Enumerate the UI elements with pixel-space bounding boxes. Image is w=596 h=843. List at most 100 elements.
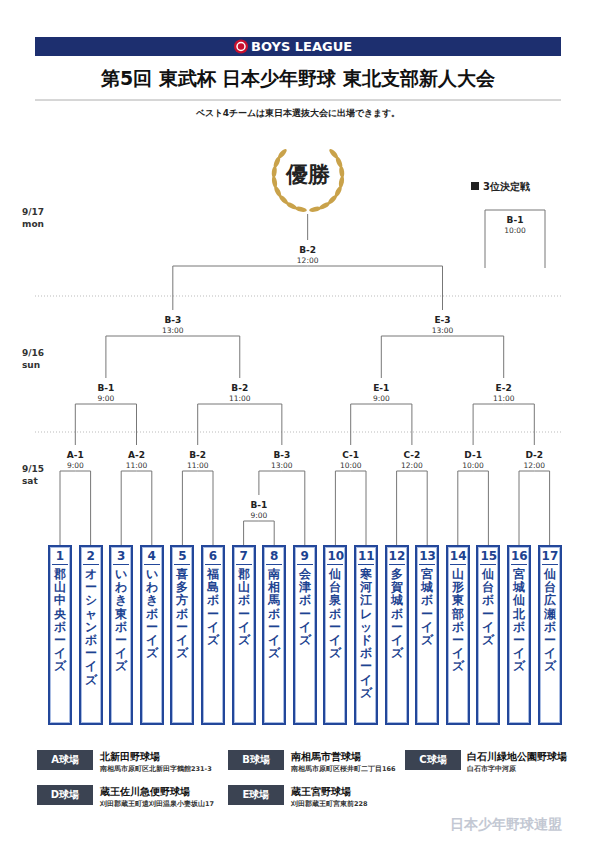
venue-badge: E球場 xyxy=(228,785,284,805)
venue-name: 北新田野球場 xyxy=(100,750,160,763)
third-place-bracket xyxy=(485,210,545,268)
team-number: 16 xyxy=(511,549,527,565)
team-name: 南相馬ボーイズ xyxy=(268,568,280,660)
team-name: 喜多方ボーイズ xyxy=(176,568,188,660)
league-logo-ring xyxy=(237,43,245,51)
brand-name: BOYS LEAGUE xyxy=(251,39,352,54)
weekday-label: sun xyxy=(22,359,40,371)
bracket-line xyxy=(458,471,473,545)
match-label: E-19:00 xyxy=(361,378,401,404)
bracket-line xyxy=(534,471,549,545)
match-code: E-2 xyxy=(484,383,524,394)
bracket-line xyxy=(173,336,240,378)
match-code: B-1 xyxy=(495,215,535,226)
bracket-line xyxy=(198,471,213,545)
match-time: 12:00 xyxy=(514,461,554,471)
team-box: 14山形東部ボーイズ xyxy=(446,545,470,725)
match-code: C-2 xyxy=(392,450,432,461)
section-label: 3位決定戦 xyxy=(483,180,530,193)
match-time: 13:00 xyxy=(423,326,463,336)
match-time: 9:00 xyxy=(239,511,279,521)
match-label: B-110:00 xyxy=(495,210,535,236)
venue-badge: A球場 xyxy=(37,750,93,770)
bracket-line xyxy=(259,521,274,545)
bracket-line xyxy=(381,404,412,445)
weekday-label: mon xyxy=(22,218,44,230)
match-time: 11:00 xyxy=(220,394,260,404)
match-label: E-313:00 xyxy=(423,310,463,336)
team-name: 寒河江レッドボーイズ xyxy=(360,568,372,700)
team-box: 11寒河江レッドボーイズ xyxy=(354,545,378,725)
match-code: D-1 xyxy=(453,450,493,461)
match-time: 13:00 xyxy=(262,461,302,471)
bracket-line xyxy=(412,471,427,545)
match-time: 12:00 xyxy=(392,461,432,471)
match-label: B-211:00 xyxy=(220,378,260,404)
bracket-line xyxy=(282,471,305,545)
bracket-line xyxy=(106,404,137,445)
bullet-square xyxy=(471,182,479,190)
match-label: B-211:00 xyxy=(178,445,218,471)
laurel-leaf xyxy=(294,206,307,213)
match-time: 10:00 xyxy=(495,226,535,236)
team-box: 1郡山中央ボーイズ xyxy=(48,545,72,725)
match-code: E-3 xyxy=(423,315,463,326)
bracket-line xyxy=(259,471,282,495)
match-label: D-110:00 xyxy=(453,445,493,471)
team-box: 6福島ボーイズ xyxy=(201,545,225,725)
match-code: A-1 xyxy=(55,450,95,461)
team-name: 郡山ボーイズ xyxy=(238,568,250,647)
header-band xyxy=(35,37,561,56)
page-title: 第5回 東武杯 日本少年野球 東北支部新人大会 xyxy=(0,66,596,90)
team-box: 3いわき東ボーイズ xyxy=(109,545,133,725)
match-time: 13:00 xyxy=(153,326,193,336)
team-number: 15 xyxy=(480,549,496,565)
match-label: B-212:00 xyxy=(288,240,328,266)
venue-name: 蔵王佐川急便野球場 xyxy=(100,785,190,798)
laurel-leaf xyxy=(328,148,339,160)
team-name: いわきボーイズ xyxy=(146,568,158,660)
team-box: 15仙台ボーイズ xyxy=(476,545,500,725)
bracket-line xyxy=(106,336,173,378)
match-code: C-1 xyxy=(331,450,371,461)
team-box: 12多賀城ボーイズ xyxy=(385,545,409,725)
venue-code: B球場 xyxy=(242,753,270,767)
match-label: C-212:00 xyxy=(392,445,432,471)
venue-address: 南相馬市原町区桜井町二丁目166 xyxy=(291,765,396,773)
match-code: D-2 xyxy=(514,450,554,461)
venue-badge: D球場 xyxy=(37,785,93,805)
match-time: 11:00 xyxy=(484,394,524,404)
bracket-line xyxy=(60,471,75,545)
trophy-crest: 優勝 xyxy=(260,148,356,214)
team-name: 多賀城ボーイズ xyxy=(391,568,403,660)
match-time: 9:00 xyxy=(55,461,95,471)
bracket-line xyxy=(351,471,366,545)
note-text: ベスト4チームは東日本選抜大会に出場できます。 xyxy=(0,107,596,119)
venue-code: E球場 xyxy=(243,788,270,802)
venue-name: 南相馬市営球場 xyxy=(291,750,361,763)
bracket-line xyxy=(308,266,443,310)
bracket-line xyxy=(397,471,412,545)
venue-address: 刈田郡蔵王町遠刈田温泉小妻坂山17 xyxy=(100,800,214,808)
team-name: 仙台泉ボーイズ xyxy=(329,568,341,660)
match-time: 10:00 xyxy=(331,461,371,471)
match-label: B-313:00 xyxy=(153,310,193,336)
team-name: オーシャンボーイズ xyxy=(85,568,97,687)
venue-code: A球場 xyxy=(51,753,79,767)
bracket-line xyxy=(240,404,282,445)
match-label: D-212:00 xyxy=(514,445,554,471)
bracket-line xyxy=(351,404,382,445)
team-name: 郡山中央ボーイズ xyxy=(54,568,66,674)
match-code: B-3 xyxy=(153,315,193,326)
team-name: 仙台広瀬ボーイズ xyxy=(544,568,556,674)
venue-badge: B球場 xyxy=(228,750,284,770)
match-time: 12:00 xyxy=(288,256,328,266)
team-box: 16宮城仙北ボーイズ xyxy=(507,545,531,725)
team-number: 9 xyxy=(297,549,313,565)
venue-badge: C球場 xyxy=(405,750,461,770)
team-box: 7郡山ボーイズ xyxy=(232,545,256,725)
watermark-text: 日本少年野球連盟 xyxy=(450,815,562,833)
team-number: 2 xyxy=(83,549,99,565)
venue-address: 白石市字中河原 xyxy=(467,765,516,773)
venue-code: C球場 xyxy=(419,753,446,767)
